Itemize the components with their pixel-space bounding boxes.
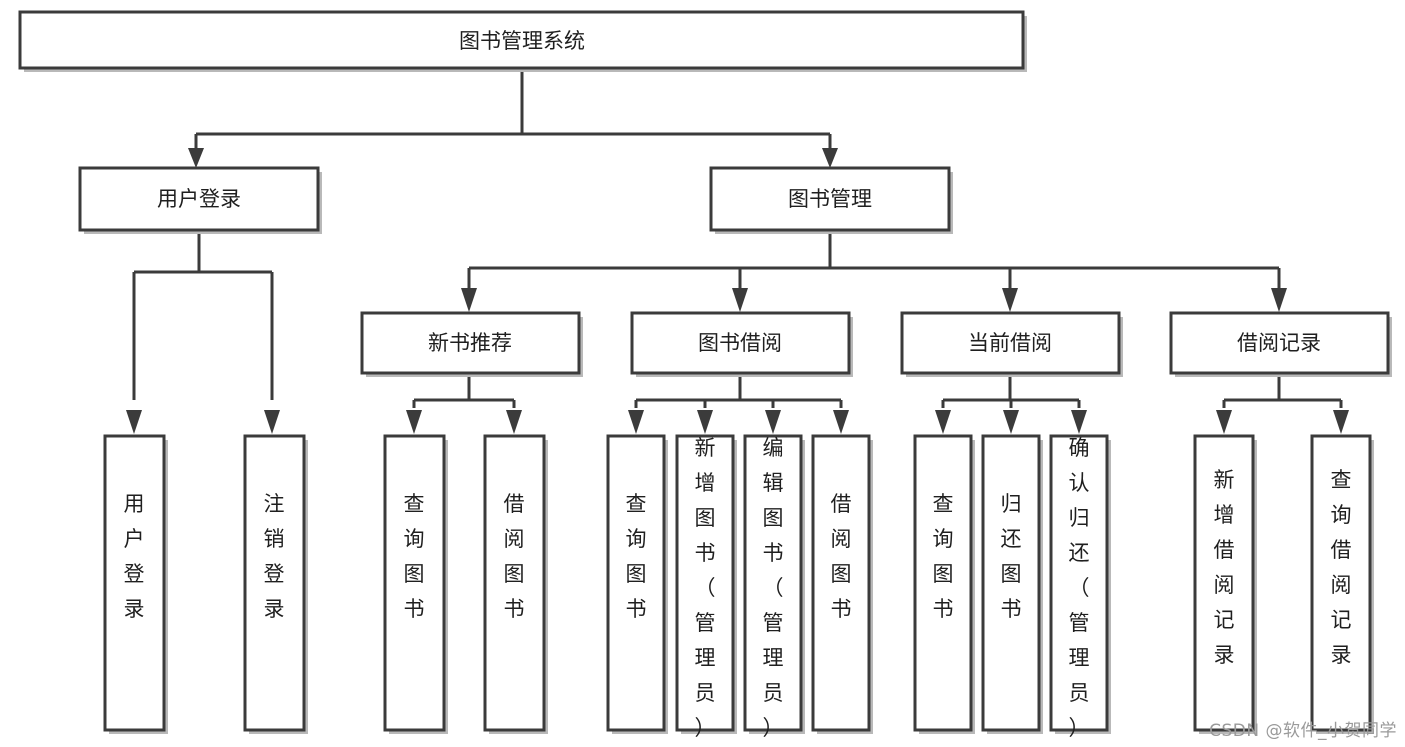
- leaf-bb2-box[interactable]: [811, 434, 871, 732]
- arrow-to-leaf-query-record: [1333, 410, 1349, 434]
- connector-newbook-bus: [412, 376, 516, 408]
- node-book-borrow[interactable]: 图书借阅: [630, 311, 853, 377]
- connector-bookmanage-bus: [467, 233, 1281, 290]
- leaf-query-book-recommend[interactable]: 查询图书: [383, 434, 448, 734]
- arrow-to-user-login: [188, 148, 204, 168]
- node-book-manage[interactable]: 图书管理: [709, 166, 953, 234]
- leaf-qb3-box[interactable]: [913, 434, 973, 732]
- arrow-to-current-borrow: [1002, 288, 1018, 312]
- user-login-box[interactable]: [78, 166, 320, 232]
- arrow-to-leaf-confirm-return: [1071, 410, 1087, 434]
- leaf-query-record[interactable]: 查询借阅记录: [1310, 434, 1374, 734]
- book-manage-box[interactable]: [709, 166, 951, 232]
- leaf-return-book-label: 归还图书: [1001, 492, 1022, 621]
- leaf-add-book[interactable]: 新增图书（管理员）: [675, 434, 737, 740]
- leaf-return-book-box[interactable]: [981, 434, 1041, 732]
- connector-borrowrecord-bus: [1222, 376, 1343, 408]
- leaf-qb2-box[interactable]: [606, 434, 666, 732]
- arrow-to-leaf-return-book: [1003, 410, 1019, 434]
- leaf-qb3-label: 查询图书: [933, 492, 954, 621]
- leaf-borrow-book-borrow[interactable]: 借阅图书: [811, 434, 873, 734]
- arrow-to-leaf-add-book: [697, 410, 713, 434]
- new-book-label: 新书推荐: [428, 331, 512, 355]
- leaf-qb1-box[interactable]: [383, 434, 446, 732]
- connector-bookborrow-bus: [634, 376, 843, 408]
- leaf-edit-book[interactable]: 编辑图书（管理员）: [743, 434, 805, 740]
- leaf-bb1-box[interactable]: [483, 434, 546, 732]
- borrow-record-label: 借阅记录: [1237, 331, 1321, 355]
- connector-currentborrow-bus: [941, 376, 1081, 408]
- arrow-to-leaf-query-book-3: [935, 410, 951, 434]
- leaf-user-login[interactable]: 用户登录: [103, 434, 168, 734]
- leaf-query-book-borrow[interactable]: 查询图书: [606, 434, 668, 734]
- leaf-qb1-label: 查询图书: [404, 492, 425, 621]
- leaf-borrow-book-recommend[interactable]: 借阅图书: [483, 434, 548, 734]
- leaf-query-book-current[interactable]: 查询图书: [913, 434, 975, 734]
- connectors-group: [126, 69, 1349, 434]
- leaf-add-record[interactable]: 新增借阅记录: [1193, 434, 1257, 734]
- root-label: 图书管理系统: [459, 29, 585, 53]
- book-manage-label: 图书管理: [788, 187, 872, 211]
- leaf-bb2-label: 借阅图书: [831, 492, 852, 621]
- node-current-borrow[interactable]: 当前借阅: [900, 311, 1123, 377]
- leaf-query-record-box[interactable]: [1310, 434, 1372, 732]
- leaf-add-book-label: 新增图书（管理员）: [695, 436, 716, 740]
- arrow-to-leaf-logout: [264, 410, 280, 434]
- leaf-logout[interactable]: 注销登录: [243, 434, 308, 734]
- current-borrow-label: 当前借阅: [968, 331, 1052, 355]
- csdn-watermark: CSDN @软件_小贺同学: [1209, 721, 1397, 741]
- leaf-user-login-label: 用户登录: [124, 492, 145, 621]
- current-borrow-box[interactable]: [900, 311, 1121, 375]
- arrow-to-borrow-record: [1271, 288, 1287, 312]
- book-borrow-label: 图书借阅: [698, 331, 782, 355]
- arrow-to-leaf-edit-book: [765, 410, 781, 434]
- arrow-to-leaf-query-book-2: [628, 410, 644, 434]
- leaf-qb2-label: 查询图书: [626, 492, 647, 621]
- node-borrow-record[interactable]: 借阅记录: [1169, 311, 1392, 377]
- leaf-edit-book-box[interactable]: [743, 434, 803, 732]
- user-login-label: 用户登录: [157, 187, 241, 211]
- leaf-add-book-box[interactable]: [675, 434, 735, 732]
- arrow-to-leaf-add-record: [1216, 410, 1232, 434]
- leaf-user-login-box[interactable]: [103, 434, 166, 732]
- root-box[interactable]: [18, 10, 1025, 70]
- node-root[interactable]: 图书管理系统: [18, 10, 1027, 72]
- arrow-to-leaf-query-book-1: [406, 410, 422, 434]
- leaf-add-record-label: 新增借阅记录: [1214, 468, 1235, 667]
- node-new-book-recommend[interactable]: 新书推荐: [360, 311, 583, 377]
- arrow-to-leaf-borrow-book-2: [833, 410, 849, 434]
- leaf-confirm-return-box[interactable]: [1049, 434, 1109, 732]
- leaf-confirm-return-label: 确认归还（管理员）: [1069, 436, 1090, 740]
- connector-root-to-level2: [194, 69, 832, 152]
- leaf-add-record-box[interactable]: [1193, 434, 1255, 732]
- leaf-confirm-return[interactable]: 确认归还（管理员）: [1049, 434, 1111, 740]
- leaf-edit-book-label: 编辑图书（管理员）: [763, 436, 784, 740]
- arrow-to-leaf-user-login: [126, 410, 142, 434]
- node-user-login[interactable]: 用户登录: [78, 166, 322, 234]
- book-borrow-box[interactable]: [630, 311, 851, 375]
- arrow-to-new-book: [461, 288, 477, 312]
- arrow-to-book-borrow: [732, 288, 748, 312]
- leaf-logout-box[interactable]: [243, 434, 306, 732]
- leaf-bb1-label: 借阅图书: [504, 492, 525, 621]
- borrow-record-box[interactable]: [1169, 311, 1390, 375]
- leaf-query-record-label: 查询借阅记录: [1331, 468, 1352, 667]
- arrow-to-leaf-borrow-book-1: [506, 410, 522, 434]
- leaf-logout-label: 注销登录: [264, 492, 285, 621]
- new-book-box[interactable]: [360, 311, 581, 375]
- arrow-to-book-manage: [822, 148, 838, 168]
- leaf-return-book[interactable]: 归还图书: [981, 434, 1043, 734]
- connector-userlogin-bus: [132, 233, 274, 400]
